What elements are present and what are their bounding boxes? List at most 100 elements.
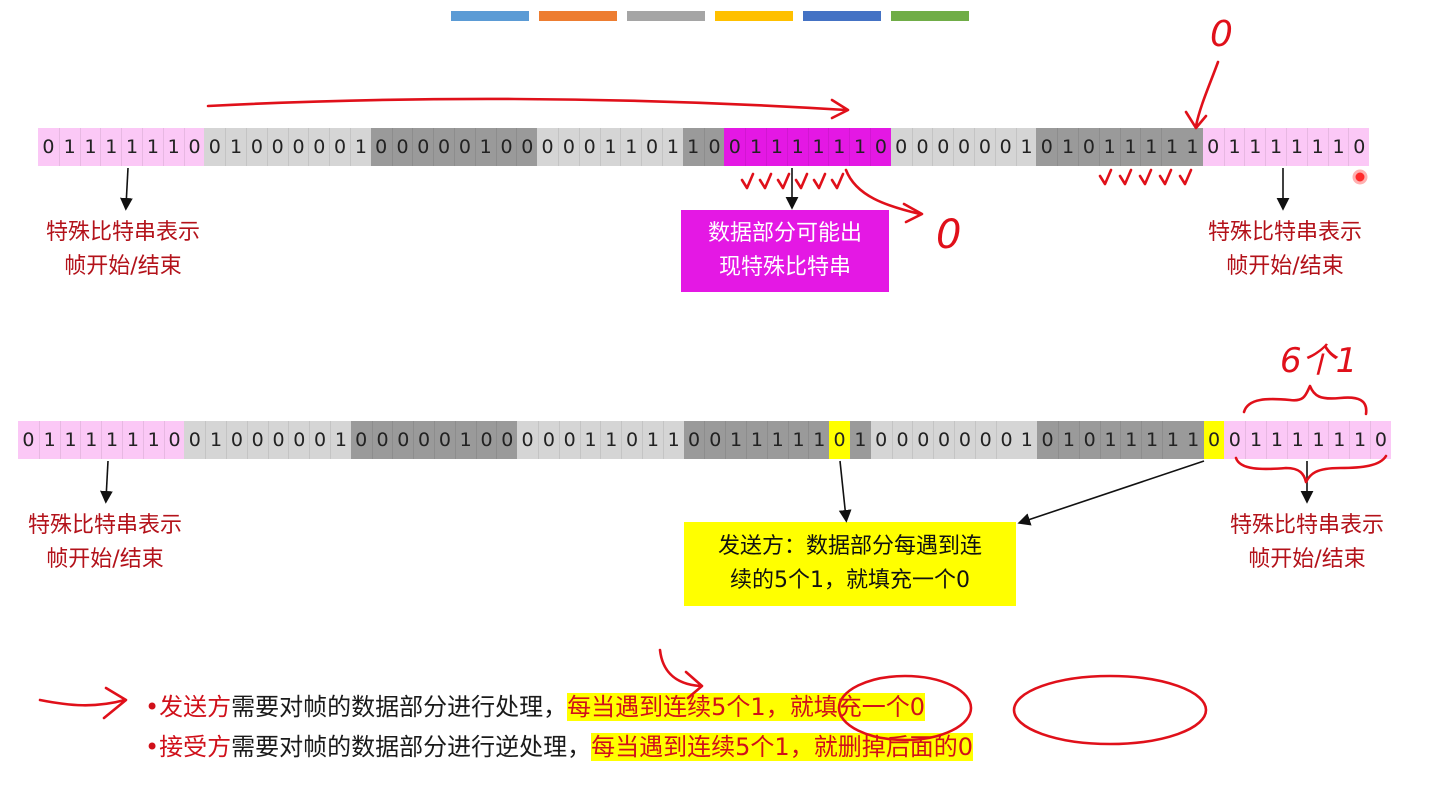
bullet-role-sender: 发送方 [159, 693, 232, 721]
bit-cell: 0 [38, 128, 59, 166]
bit-cell: 0 [266, 128, 288, 166]
bit-cell: 0 [204, 128, 226, 166]
bit-cell: 1 [1162, 421, 1183, 459]
bit-cell: 0 [994, 128, 1016, 166]
bit-cell: 0 [475, 421, 497, 459]
bit-cell: 0 [891, 421, 913, 459]
top-color-bar [451, 11, 971, 21]
bit-cell: 1 [100, 128, 122, 166]
bit-cell: 0 [1037, 421, 1058, 459]
bit-cell: 1 [1119, 128, 1141, 166]
bit-cell: 0 [516, 128, 538, 166]
arrow-stuffed-bit-2 [1017, 460, 1205, 526]
bit-cell: 0 [724, 128, 746, 166]
flag-label-right-top: 特殊比特串表示 帧开始/结束 [1180, 216, 1390, 284]
handwritten-long-arrow [206, 97, 850, 120]
bit-cell: 0 [558, 421, 580, 459]
bit-cell: 0 [391, 128, 413, 166]
bit-cell: 1 [766, 421, 788, 459]
bit-cell: 0 [1348, 128, 1370, 166]
bit-cell: 1 [786, 128, 808, 166]
flag-label-line2: 帧开始/结束 [46, 547, 164, 572]
bit-cell: 0 [517, 421, 538, 459]
top-bar-segment [891, 11, 969, 21]
arrow-stuffed-bit-1 [838, 460, 852, 523]
bit-cell: 1 [474, 128, 496, 166]
flag-label-line1: 特殊比特串表示 [27, 513, 182, 538]
bit-cell: 1 [225, 128, 246, 166]
bit-cell: 1 [1099, 421, 1121, 459]
handwritten-zero-mid: 0 [936, 212, 961, 258]
bit-cell: 0 [954, 421, 975, 459]
bit-cell: 1 [808, 421, 830, 459]
bit-cell: 1 [350, 128, 371, 166]
bit-cell: 0 [932, 128, 954, 166]
bit-cell: 1 [807, 128, 829, 166]
bit-cell: 0 [911, 128, 933, 166]
bullet-dot: • [145, 733, 160, 761]
bit-cell: 0 [392, 421, 414, 459]
bit-cell: 0 [1224, 421, 1246, 459]
bit-cell: 1 [58, 128, 80, 166]
handwritten-brace-top [1242, 384, 1368, 416]
bit-cell: 0 [412, 128, 434, 166]
bit-cell: 1 [1141, 421, 1162, 459]
bit-cell: 0 [1203, 421, 1225, 459]
bit-cell: 1 [1223, 128, 1245, 166]
bullet-dot: • [145, 693, 160, 721]
bit-cell: 0 [974, 128, 995, 166]
flag-label-line2: 帧开始/结束 [1248, 547, 1366, 572]
bit-cell: 0 [267, 421, 289, 459]
bit-cell: 1 [682, 128, 704, 166]
bit-cell: 1 [330, 421, 351, 459]
bit-cell: 1 [1286, 421, 1308, 459]
bit-cell: 0 [434, 421, 455, 459]
flag-label-left-top: 特殊比特串表示 帧开始/结束 [18, 216, 228, 284]
bit-cell: 1 [1120, 421, 1142, 459]
bit-cell: 0 [163, 421, 185, 459]
flag-label-line1: 特殊比特串表示 [45, 220, 200, 245]
red-dot-marker [1352, 169, 1368, 185]
bit-cell: 1 [122, 421, 143, 459]
bit-cell: 0 [370, 128, 392, 166]
bit-cell: 1 [642, 421, 663, 459]
bit-cell: 0 [413, 421, 434, 459]
bit-cell: 1 [579, 421, 601, 459]
bit-cell: 1 [1327, 128, 1349, 166]
top-bar-segment [539, 11, 617, 21]
bit-cell: 1 [38, 421, 60, 459]
bit-cell: 1 [620, 128, 642, 166]
bit-cell: 0 [496, 421, 518, 459]
bit-cell: 1 [1244, 128, 1266, 166]
magenta-callout: 数据部分可能出 现特殊比特串 [681, 210, 889, 292]
bit-cell: 0 [537, 128, 558, 166]
yellow-callout-line2: 续的5个1，就填充一个0 [730, 568, 970, 593]
flag-label-line2: 帧开始/结束 [1226, 254, 1344, 279]
bit-cell: 0 [683, 421, 705, 459]
bit-cell: 0 [308, 128, 330, 166]
bit-cell: 0 [246, 128, 267, 166]
flag-label-left-bottom: 特殊比特串表示 帧开始/结束 [0, 509, 210, 577]
bit-cell: 0 [641, 128, 662, 166]
bit-cell: 0 [226, 421, 247, 459]
bit-cell: 1 [849, 128, 870, 166]
bit-cell: 1 [1349, 421, 1370, 459]
bit-cell: 1 [142, 128, 163, 166]
bit-cell: 1 [1016, 421, 1038, 459]
yellow-callout-line1: 发送方：数据部分每遇到连 [717, 534, 982, 559]
bullet-text-receiver: 需要对帧的数据部分进行逆处理， [231, 733, 592, 761]
bit-cell: 1 [725, 421, 746, 459]
bit-cell: 1 [1098, 128, 1120, 166]
bit-cell: 0 [309, 421, 330, 459]
bit-cell: 0 [18, 421, 39, 459]
bit-cell: 1 [1266, 421, 1287, 459]
bit-cell: 1 [787, 421, 809, 459]
handwritten-six-ones: 6个1 [1280, 341, 1357, 381]
bit-cell: 1 [1161, 128, 1182, 166]
bit-cell: 0 [454, 128, 475, 166]
bit-cell: 1 [1058, 421, 1079, 459]
bit-cell: 0 [912, 421, 934, 459]
bit-cell: 1 [599, 128, 621, 166]
bit-cell: 0 [287, 128, 309, 166]
